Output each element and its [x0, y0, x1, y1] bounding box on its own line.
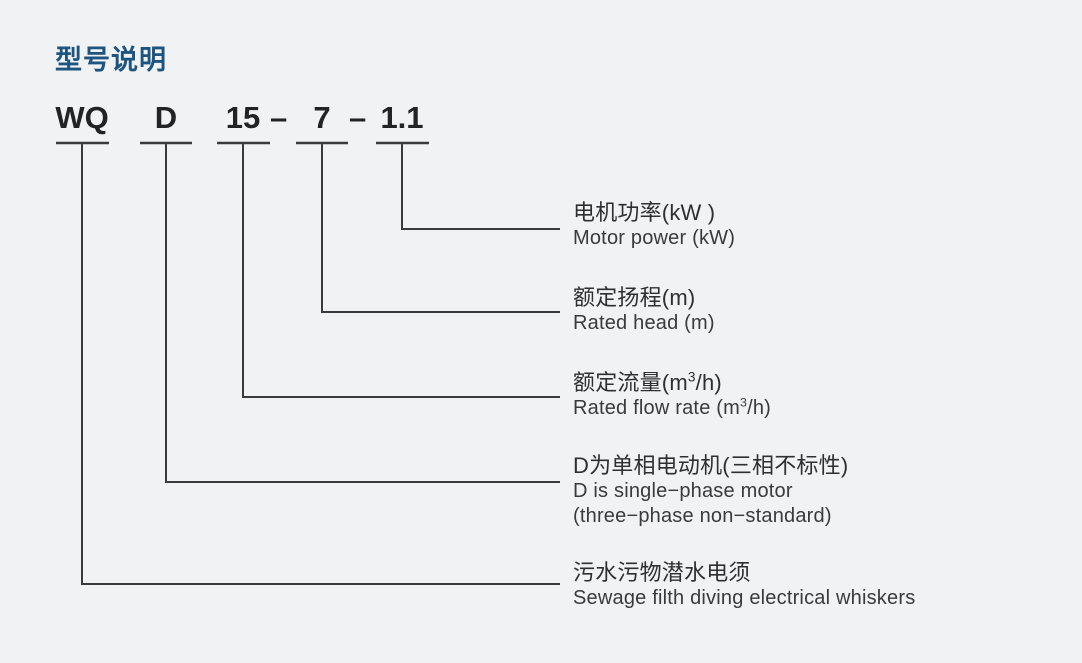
callout-rated-head-en: Rated head (m) [573, 312, 715, 334]
model-segment-d: D [154, 100, 178, 135]
callout-single-phase-motor-en2: (three−phase non−standard) [573, 505, 832, 527]
leader-single-phase-motor [165, 143, 560, 483]
callout-rated-flow-rate-en-sup: 3 [740, 395, 748, 410]
callout-rated-flow-rate-cn: 额定流量(m3/h) [573, 369, 771, 396]
callout-rated-head-cn: 额定扬程(m) [573, 285, 696, 310]
callout-rated-flow-rate-en-pre: Rated flow rate (m [573, 397, 740, 419]
model-code-row: WQ D 15 – 7 – 1.1 [0, 100, 1082, 146]
model-segment-flow: 15 [225, 100, 261, 135]
callout-rated-head: 额定扬程(m) Rated head (m) [573, 284, 715, 336]
callout-rated-flow-rate: 额定流量(m3/h) Rated flow rate (m3/h) [573, 369, 771, 421]
callout-single-phase-motor: D为单相电动机(三相不标性) D is single−phase motor (… [573, 452, 848, 529]
page-title: 型号说明 [55, 45, 167, 75]
callout-single-phase-motor-en: D is single−phase motor [573, 480, 793, 502]
callout-rated-flow-rate-en: Rated flow rate (m3/h) [573, 396, 771, 421]
callout-motor-power: 电机功率(kW ) Motor power (kW) [573, 199, 735, 251]
callout-motor-power-en: Motor power (kW) [573, 227, 736, 249]
callout-rated-flow-rate-cn-pre: 额定流量(m [573, 370, 688, 395]
callout-sewage-pump-cn: 污水污物潜水电须 [573, 560, 751, 585]
callout-sewage-pump: 污水污物潜水电须 Sewage filth diving electrical … [573, 559, 915, 611]
callout-motor-power-cn: 电机功率(kW ) [573, 200, 716, 225]
leader-motor-power [401, 143, 560, 230]
callout-rated-flow-rate-en-post: /h) [747, 397, 772, 419]
callout-single-phase-motor-cn: D为单相电动机(三相不标性) [573, 453, 849, 478]
leader-sewage-pump [81, 143, 560, 585]
callout-rated-flow-rate-cn-sup: 3 [687, 369, 696, 385]
callout-sewage-pump-en: Sewage filth diving electrical whiskers [573, 587, 916, 609]
callout-rated-flow-rate-cn-post: /h) [695, 370, 722, 395]
model-segment-head: 7 [313, 100, 331, 135]
leader-rated-flow [242, 143, 560, 398]
model-segment-wq: WQ [55, 100, 109, 135]
model-separator-1: – [270, 100, 288, 135]
leader-rated-head [321, 143, 560, 313]
model-segment-power: 1.1 [380, 100, 424, 135]
model-separator-2: – [349, 100, 367, 135]
